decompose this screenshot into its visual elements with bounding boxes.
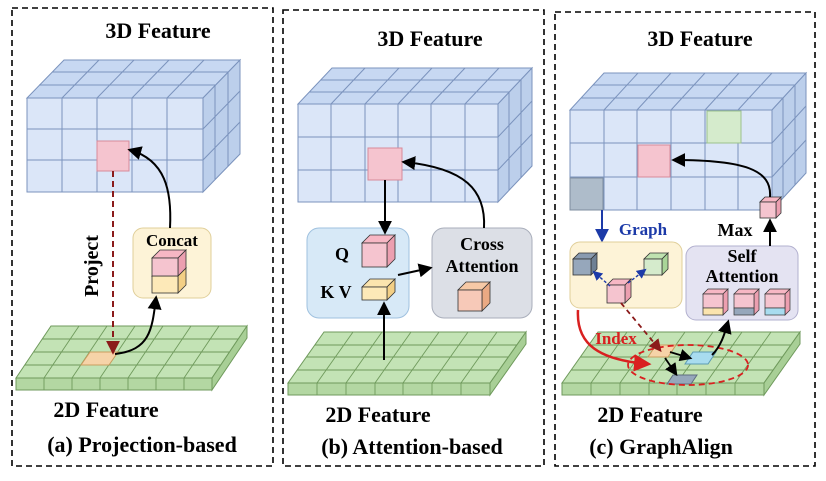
feature-3d-cube <box>568 71 808 212</box>
pixels-to-self-attention-arrow <box>711 319 732 356</box>
plane-grid-lines <box>297 331 517 395</box>
cross-attention-label-line2: Attention <box>446 256 519 276</box>
qkv-to-cross-attention-arrow <box>397 263 433 278</box>
plane-front <box>561 382 765 396</box>
center-projection-arrow <box>620 302 662 352</box>
cube-grid-lines <box>27 59 241 192</box>
panel-graphalign: 3D Feature Graph <box>554 11 816 467</box>
query-cube <box>361 234 396 268</box>
index-label: Index <box>595 329 637 348</box>
plane-side <box>763 330 801 397</box>
attended-feature-cube <box>457 281 491 312</box>
max-pooled-cube <box>759 196 782 219</box>
query-voxel <box>367 147 403 181</box>
graph-edge-right <box>627 268 647 284</box>
plane-front <box>287 382 491 396</box>
feature-3d-cube <box>296 66 534 204</box>
panel-border <box>282 9 545 467</box>
self-attention-box: Self Attention <box>685 245 799 321</box>
top-label: 3D Feature <box>105 18 211 43</box>
graph-box <box>569 241 683 309</box>
cube-front-face <box>26 97 204 193</box>
graph-label: Graph <box>619 220 668 239</box>
panel-caption: (c) GraphAlign <box>589 434 733 459</box>
cube-grid-lines <box>298 67 533 202</box>
max-to-voxel-arrow <box>671 153 772 198</box>
project-label: Project <box>81 235 103 297</box>
panel-caption: (b) Attention-based <box>321 434 503 459</box>
plane-side <box>211 324 248 392</box>
plane-side <box>489 330 527 397</box>
neighbor-voxel-gray <box>569 177 604 211</box>
q-label: Q <box>335 244 349 264</box>
cross-attention-box: Cross Attention <box>431 227 533 319</box>
kv-label: K V <box>320 282 351 302</box>
graph-node-center <box>606 278 632 304</box>
feature-2d-plane <box>561 330 801 397</box>
graph-node-green <box>643 252 669 276</box>
target-voxel <box>637 144 671 178</box>
index-region <box>627 344 749 386</box>
target-voxel <box>96 140 130 172</box>
panel-border <box>554 11 816 467</box>
pixel-link-2 <box>664 357 678 377</box>
concat-label: Concat <box>146 231 198 250</box>
graph-edge-left <box>592 270 611 287</box>
neighbor-pixel-gray <box>666 374 698 385</box>
key-value-cube <box>361 278 396 301</box>
cross-attention-to-voxel-arrow <box>401 156 486 229</box>
feature-2d-plane <box>287 330 527 397</box>
panel-projection-based: 3D Feature <box>11 7 274 467</box>
fused-feature-1 <box>702 288 729 316</box>
panel-attention-based: 3D Feature Q <box>282 9 545 467</box>
concat-feature-stack <box>151 249 187 294</box>
top-label: 3D Feature <box>647 26 753 51</box>
bottom-label: 2D Feature <box>325 402 431 427</box>
graph-node-gray <box>572 252 598 276</box>
panel-caption: (a) Projection-based <box>47 432 237 457</box>
top-label: 3D Feature <box>377 26 483 51</box>
feature-2d-plane <box>15 324 248 392</box>
fused-feature-2 <box>733 288 760 316</box>
bottom-label: 2D Feature <box>597 402 703 427</box>
feature-3d-cube <box>25 58 242 194</box>
concat-box: Concat <box>132 227 212 299</box>
pixel-to-concat-arrow <box>114 295 162 355</box>
self-attention-label-line2: Attention <box>706 266 779 286</box>
concat-to-voxel-arrow <box>127 146 172 229</box>
neighbor-voxel-green <box>706 110 742 144</box>
fused-feature-3 <box>764 288 791 316</box>
max-label: Max <box>718 220 753 240</box>
plane-top <box>287 331 527 384</box>
panel-border <box>11 7 274 467</box>
bottom-label: 2D Feature <box>53 397 159 422</box>
index-arrow <box>576 309 652 372</box>
self-attention-label-line1: Self <box>728 246 758 266</box>
pixel-link-1 <box>669 349 693 362</box>
cross-attention-label-line1: Cross <box>460 234 504 254</box>
plane-front <box>15 377 213 391</box>
qkv-box: Q K V <box>306 227 410 319</box>
